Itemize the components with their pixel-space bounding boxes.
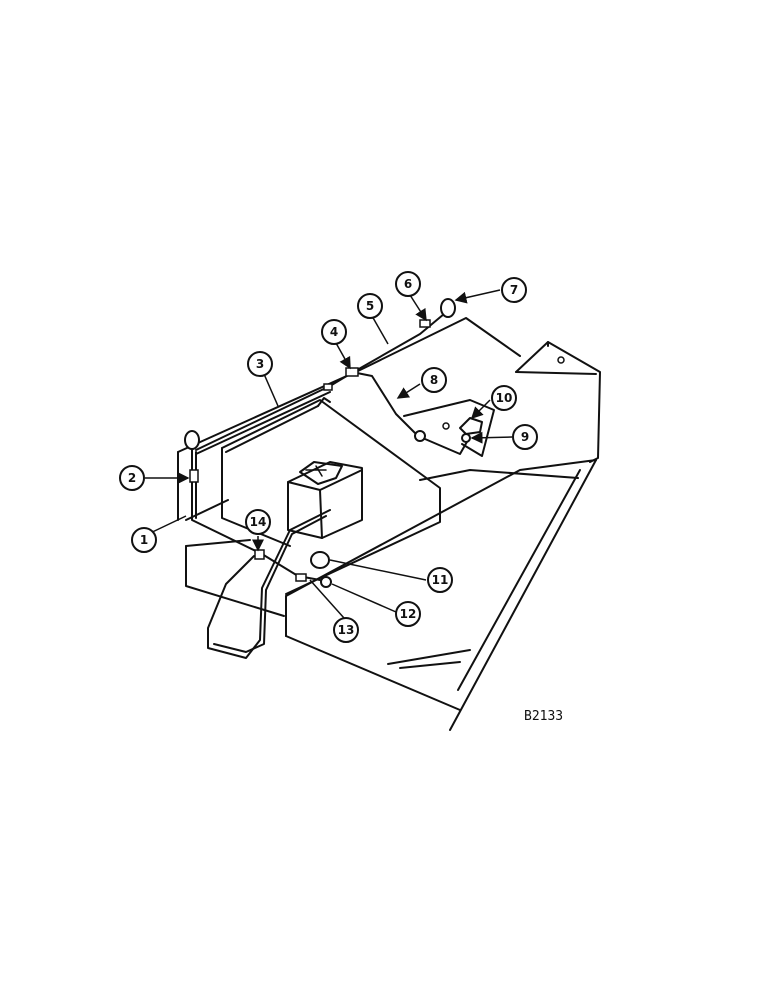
callout-13-label: 13 [338, 623, 355, 637]
callout-6: 6 [395, 271, 421, 297]
callout-13: 13 [333, 617, 359, 643]
callout-10: 10 [491, 385, 517, 411]
machine-body [177, 317, 601, 731]
callout-12: 12 [395, 601, 421, 627]
callout-7: 7 [501, 277, 527, 303]
callout-1: 1 [131, 527, 157, 553]
callout-6-label: 6 [404, 277, 412, 291]
callout-14: 14 [245, 509, 271, 535]
connector-13 [295, 573, 307, 582]
figure-code: B2133 [524, 709, 563, 724]
callout-5: 5 [357, 293, 383, 319]
callout-10-label: 10 [496, 391, 513, 405]
callout-11: 11 [427, 567, 453, 593]
connector-14 [254, 549, 265, 560]
connector-3 [323, 383, 333, 391]
callout-2: 2 [119, 465, 145, 491]
callout-12-label: 12 [400, 607, 417, 621]
rear-lamp-right [440, 298, 456, 318]
callout-14-label: 14 [250, 515, 267, 529]
connector-12 [320, 576, 332, 588]
callout-4: 4 [321, 319, 347, 345]
connector-6 [419, 319, 431, 328]
components [184, 298, 483, 588]
callout-3-label: 3 [256, 357, 264, 371]
callout-3: 3 [247, 351, 273, 377]
connector-9 [461, 433, 471, 443]
callout-5-label: 5 [366, 299, 374, 313]
callout-9: 9 [512, 424, 538, 450]
callout-9-label: 9 [521, 430, 529, 444]
rear-lamp-left [184, 430, 200, 450]
callout-2-label: 2 [128, 471, 136, 485]
leader-lines [143, 289, 513, 619]
callout-8: 8 [421, 367, 447, 393]
callout-7-label: 7 [510, 283, 518, 297]
connector-8 [414, 430, 426, 442]
connector-4 [345, 367, 359, 377]
callout-8-label: 8 [430, 373, 438, 387]
battery [287, 461, 363, 539]
lamp-11 [310, 551, 330, 569]
callout-1-label: 1 [140, 533, 148, 547]
switch-10 [459, 417, 483, 435]
connector-2 [189, 469, 199, 483]
callout-11-label: 11 [432, 573, 449, 587]
callout-4-label: 4 [330, 325, 338, 339]
